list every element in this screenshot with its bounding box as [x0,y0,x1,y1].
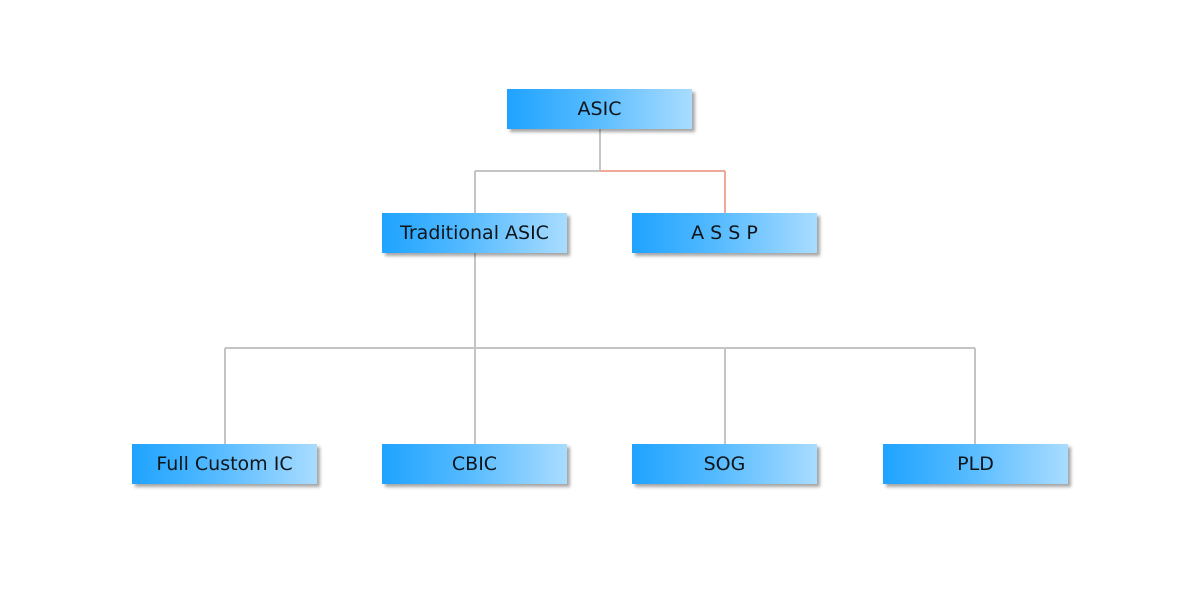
node-cbic: CBIC [382,444,567,484]
node-asic-label: ASIC [577,98,622,120]
node-pld: PLD [883,444,1068,484]
node-sog-label: SOG [703,453,746,475]
node-assp: A S S P [632,213,817,253]
node-sog: SOG [632,444,817,484]
node-traditional-asic: Traditional ASIC [382,213,567,253]
node-full-custom-ic-label: Full Custom IC [156,453,293,475]
node-traditional-asic-label: Traditional ASIC [400,222,549,244]
node-full-custom-ic: Full Custom IC [132,444,317,484]
node-asic: ASIC [507,89,692,129]
node-cbic-label: CBIC [451,453,498,475]
node-pld-label: PLD [957,453,994,475]
node-assp-label: A S S P [691,222,758,244]
